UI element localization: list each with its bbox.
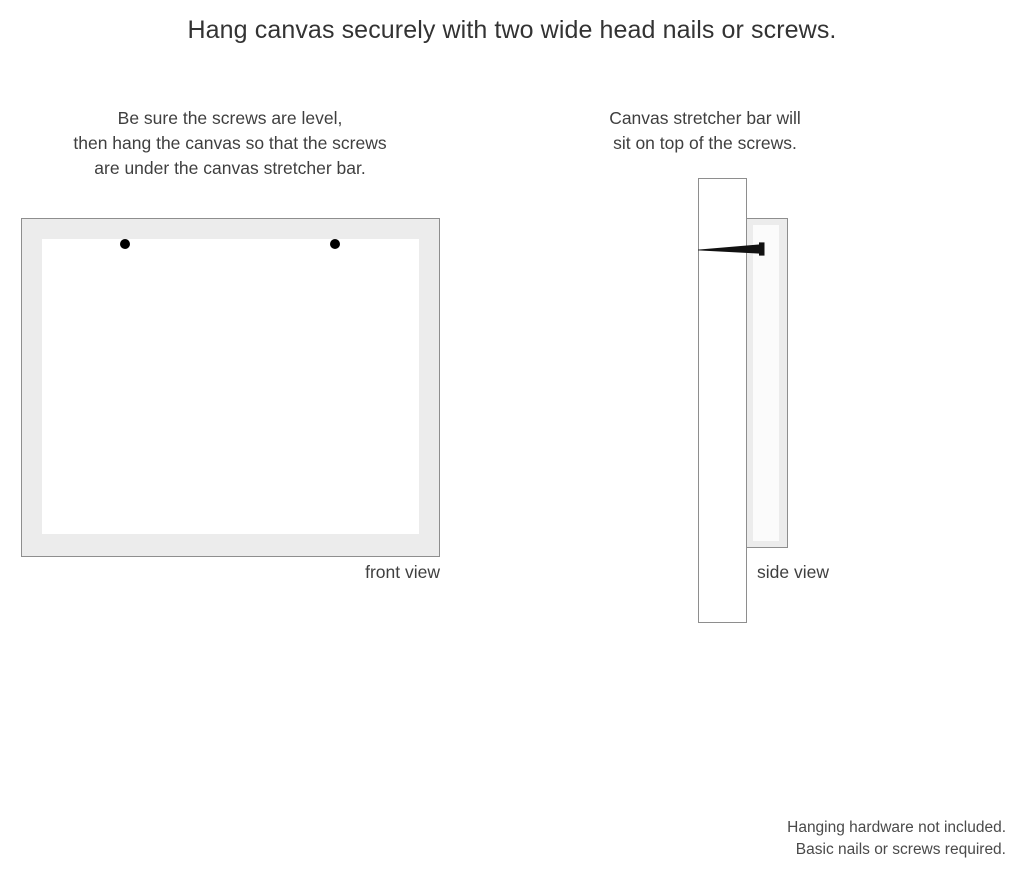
front-view-caption-line-3: are under the canvas stretcher bar. — [94, 158, 366, 178]
footer-line-2: Basic nails or screws required. — [795, 841, 1006, 858]
front-view-illustration — [21, 218, 440, 557]
screw-head-dot-left — [120, 239, 130, 249]
side-view-caption: Canvas stretcher bar will sit on top of … — [565, 106, 845, 156]
front-view-caption-line-2: then hang the canvas so that the screws — [73, 133, 387, 153]
canvas-stretcher-frame — [21, 218, 440, 557]
front-view-label: front view — [365, 562, 440, 582]
footer-disclaimer: Hanging hardware not included. Basic nai… — [787, 817, 1006, 861]
canvas-face — [42, 239, 419, 534]
canvas-face-edge — [753, 225, 779, 541]
front-view-caption-line-1: Be sure the screws are level, — [117, 108, 343, 128]
screw-head-dot-right — [330, 239, 340, 249]
page-title: Hang canvas securely with two wide head … — [187, 16, 837, 44]
screw-icon — [698, 242, 765, 256]
footer-line-1: Hanging hardware not included. — [787, 819, 1006, 836]
side-view-illustration — [690, 170, 890, 640]
side-view-caption-line-1: Canvas stretcher bar will — [609, 108, 801, 128]
side-view-caption-line-2: sit on top of the screws. — [613, 133, 797, 153]
canvas-stretcher-bar-edge — [746, 218, 788, 548]
side-view-label: side view — [757, 562, 829, 582]
front-view-caption: Be sure the screws are level, then hang … — [10, 106, 450, 181]
